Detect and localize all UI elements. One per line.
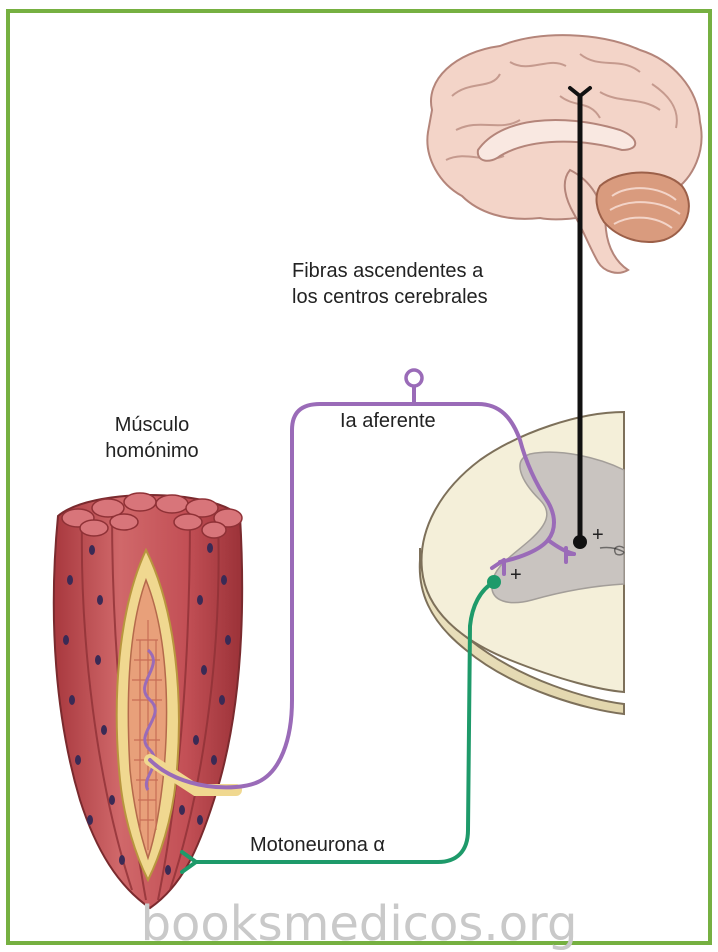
watermark-text: booksmedicos.org: [0, 896, 718, 952]
ascending-fibers-label-line1: Fibras ascendentes a: [292, 258, 572, 284]
ascending-fibers-label-line2: los centros cerebrales: [292, 284, 572, 310]
muscle-label-line1: Músculo: [72, 412, 232, 438]
muscle-label: Músculo homónimo: [72, 412, 232, 464]
motoneuron-alpha-label: Motoneurona α: [250, 832, 450, 858]
ascending-fibers-label: Fibras ascendentes a los centros cerebra…: [292, 258, 572, 310]
brain-illustration: [427, 35, 701, 273]
muscle-label-line2: homónimo: [72, 438, 232, 464]
dorsal-root-ganglion-icon: [406, 370, 422, 386]
plus-sign-motoneuron: +: [510, 562, 522, 588]
spinal-cord-section: [420, 412, 624, 714]
ia-afferent-label: Ia aferente: [340, 408, 500, 434]
cerebellum: [597, 173, 689, 242]
muscle-illustration: [54, 493, 242, 908]
ascending-soma-icon: [573, 535, 587, 549]
motoneuron-soma-icon: [487, 575, 501, 589]
plus-sign-ascending: +: [592, 522, 604, 548]
